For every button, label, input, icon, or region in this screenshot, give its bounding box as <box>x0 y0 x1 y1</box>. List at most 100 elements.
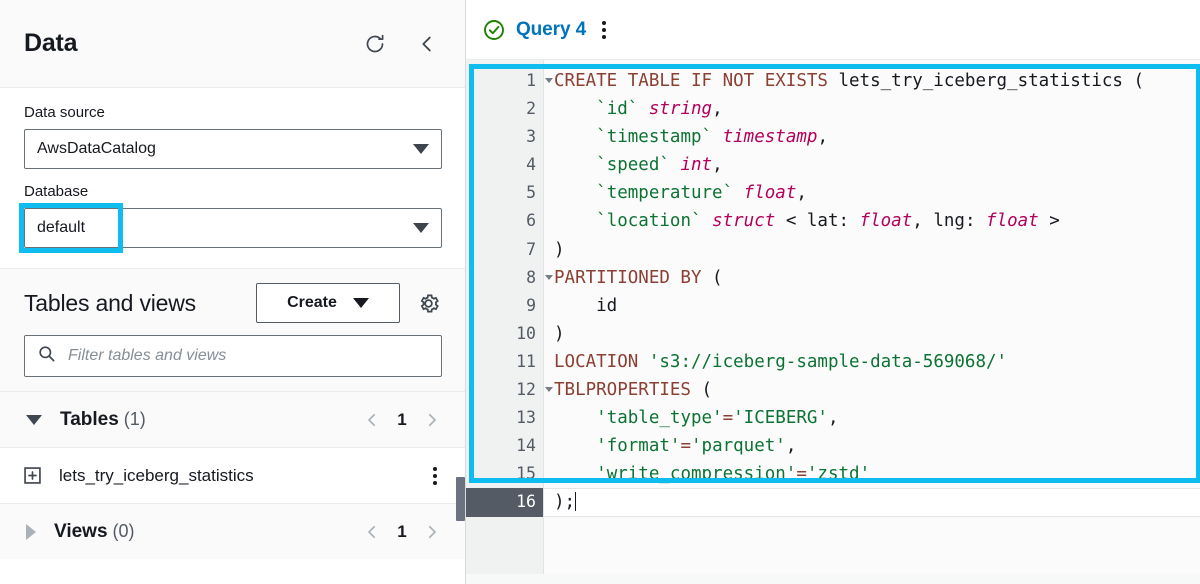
code-token: < lat: <box>775 211 860 232</box>
code-token <box>554 436 596 456</box>
kebab-menu-icon[interactable] <box>596 17 612 43</box>
filter-wrapper <box>0 335 465 391</box>
code-token: ( <box>690 380 713 401</box>
line-number-1: 1 <box>466 67 553 95</box>
pagination-tables: 1 <box>363 410 441 430</box>
next-page-icon[interactable] <box>423 523 441 541</box>
refresh-icon[interactable] <box>361 30 389 58</box>
code-token: 'write_compression' <box>596 464 797 485</box>
database-label: Database <box>24 183 89 200</box>
tables-and-views-header: Tables and views Create <box>0 269 465 335</box>
line-number-8: 8 <box>466 264 553 292</box>
code-line-6[interactable]: `location` struct < lat: float, lng: flo… <box>554 207 1200 235</box>
table-row-menu-icon[interactable] <box>429 463 441 489</box>
code-token <box>554 464 596 484</box>
fold-toggle-icon[interactable] <box>545 78 553 83</box>
code-token <box>702 211 713 231</box>
code-token: = <box>680 436 691 457</box>
line-number-3: 3 <box>526 127 536 147</box>
prev-page-icon[interactable] <box>363 523 381 541</box>
tables-and-views-title: Tables and views <box>24 289 196 316</box>
code-line-12[interactable]: TBLPROPERTIES ( <box>554 376 1200 404</box>
code-token <box>670 155 681 175</box>
line-number-4: 4 <box>526 155 536 175</box>
code-line-11[interactable]: LOCATION 's3://iceberg-sample-data-56906… <box>554 348 1200 376</box>
filter-input[interactable] <box>68 347 429 365</box>
code-line-13[interactable]: 'table_type'='ICEBERG', <box>554 404 1200 432</box>
filter-box[interactable] <box>24 335 442 377</box>
sidebar-header-actions <box>361 30 441 58</box>
code-token <box>554 183 596 203</box>
expand-plus-icon[interactable] <box>22 465 43 486</box>
code-token: 'table_type' <box>596 408 723 429</box>
data-sidebar: Data Data source AwsDataCatalog <box>0 0 466 584</box>
fold-toggle-icon[interactable] <box>545 274 553 280</box>
code-line-3[interactable]: `timestamp` timestamp, <box>554 123 1200 151</box>
data-source-select[interactable]: AwsDataCatalog <box>24 129 442 169</box>
group-count-views: (0) <box>112 521 135 541</box>
data-source-value: AwsDataCatalog <box>37 140 156 157</box>
code-token: `temperature` <box>596 183 734 204</box>
code-token: > <box>1038 211 1060 232</box>
check-circle-icon <box>482 18 506 42</box>
table-name: lets_try_iceberg_statistics <box>59 465 254 485</box>
code-token: LOCATION <box>554 351 639 372</box>
sidebar-scrollbar[interactable] <box>456 88 465 584</box>
fold-toggle-icon[interactable] <box>545 387 553 393</box>
group-count-tables: (1) <box>123 409 146 429</box>
sidebar-scrollbar-thumb[interactable] <box>456 477 465 521</box>
gear-icon[interactable] <box>416 291 441 316</box>
line-number-12: 12 <box>466 376 553 404</box>
database-select[interactable]: default <box>24 208 442 248</box>
code-token: 'parquet' <box>691 436 786 457</box>
code-line-4[interactable]: `speed` int, <box>554 151 1200 179</box>
code-line-2[interactable]: `id` string, <box>554 95 1200 123</box>
line-number-15: 15 <box>516 464 536 484</box>
table-row[interactable]: lets_try_iceberg_statistics <box>0 447 465 503</box>
code-line-10[interactable]: ) <box>554 320 1200 348</box>
code-line-1[interactable]: CREATE TABLE IF NOT EXISTS lets_try_iceb… <box>554 67 1200 95</box>
code-token: PARTITIONED BY <box>554 267 702 288</box>
sidebar-selectors: Data source AwsDataCatalog Database defa… <box>0 88 465 268</box>
code-content[interactable]: CREATE TABLE IF NOT EXISTS lets_try_iceb… <box>544 60 1200 574</box>
code-token: ) <box>554 323 565 344</box>
code-line-7[interactable]: ) <box>554 236 1200 264</box>
chevron-down-icon <box>413 144 429 154</box>
code-token <box>554 155 596 175</box>
code-token: = <box>796 464 807 485</box>
chevron-down-icon <box>413 223 429 233</box>
line-number-5: 5 <box>526 183 536 203</box>
chevron-down-icon <box>352 298 369 308</box>
group-header-tables[interactable]: Tables (1) 1 <box>0 391 465 447</box>
code-token: ) <box>554 239 565 260</box>
code-line-16[interactable]: ); <box>544 488 1200 517</box>
code-line-15[interactable]: 'write_compression'='zstd' <box>554 460 1200 488</box>
code-token: `timestamp` <box>596 127 713 148</box>
code-line-8[interactable]: PARTITIONED BY ( <box>554 264 1200 292</box>
code-line-14[interactable]: 'format'='parquet', <box>554 432 1200 460</box>
code-token: , <box>712 99 723 120</box>
line-number-16: 16 <box>466 488 543 517</box>
next-page-icon[interactable] <box>423 411 441 429</box>
page-number-views: 1 <box>397 521 407 541</box>
editor-bottom-strip <box>466 574 1200 584</box>
tab-query-4[interactable]: Query 4 <box>516 18 587 40</box>
collapse-panel-icon[interactable] <box>413 30 441 58</box>
code-token: int <box>680 155 713 176</box>
code-token: CREATE TABLE IF NOT EXISTS <box>554 71 839 91</box>
group-header-views[interactable]: Views (0) 1 <box>0 503 465 559</box>
code-token: , <box>796 183 807 204</box>
code-line-9[interactable]: id <box>554 292 1200 320</box>
code-token: id <box>554 295 618 316</box>
pagination-views: 1 <box>363 522 441 542</box>
create-button[interactable]: Create <box>256 283 400 323</box>
database-field: default <box>19 203 442 253</box>
code-line-5[interactable]: `temperature` float, <box>554 179 1200 207</box>
prev-page-icon[interactable] <box>363 411 381 429</box>
code-token: 'format' <box>596 436 681 457</box>
code-token: float <box>986 211 1039 232</box>
code-token: `location` <box>596 211 702 232</box>
